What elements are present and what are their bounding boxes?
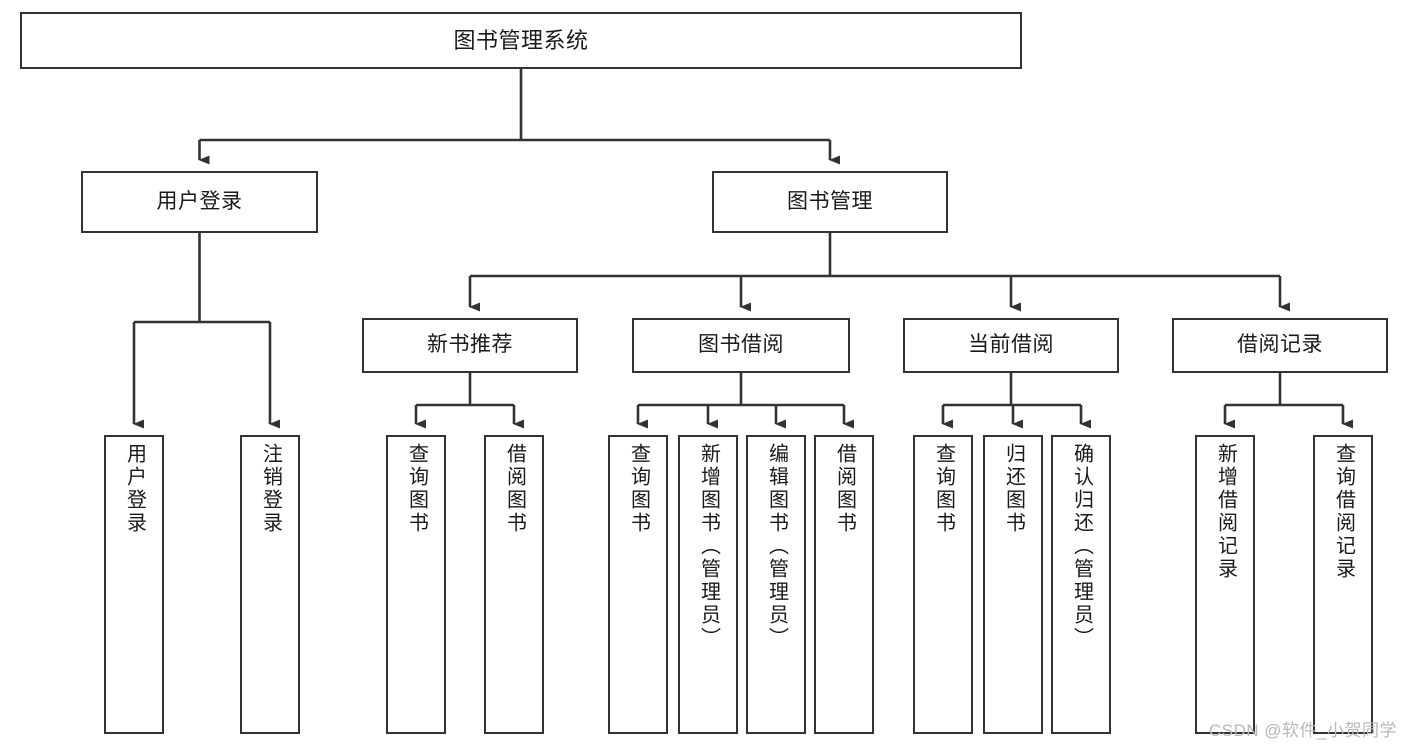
node-leaf-return-book[interactable]: 归还图书	[983, 435, 1043, 734]
node-book-borrow-label: 图书借阅	[698, 333, 784, 357]
node-leaf-borrow-book-2[interactable]: 借阅图书	[814, 435, 874, 734]
node-leaf-borrow-book-1[interactable]: 借阅图书	[484, 435, 544, 734]
node-leaf-return-book-label: 归还图书	[1002, 443, 1025, 535]
node-current-borrow[interactable]: 当前借阅	[903, 318, 1119, 373]
node-leaf-add-record-label: 新增借阅记录	[1214, 443, 1237, 581]
node-user-login-label: 用户登录	[156, 189, 243, 213]
node-book-manage-label: 图书管理	[787, 189, 873, 213]
node-leaf-confirm-return[interactable]: 确认归还（管理员）	[1051, 435, 1111, 734]
node-leaf-query-book-2[interactable]: 查询图书	[608, 435, 668, 734]
edges-bookborrow-to-leaves	[636, 373, 854, 429]
node-new-book-recommend-label: 新书推荐	[427, 333, 513, 357]
node-user-login[interactable]: 用户登录	[81, 171, 318, 233]
node-leaf-add-book[interactable]: 新增图书（管理员）	[678, 435, 738, 734]
edges-userlogin-to-leaves	[132, 233, 280, 429]
node-book-borrow[interactable]: 图书借阅	[632, 318, 850, 373]
node-leaf-user-login[interactable]: 用户登录	[104, 435, 164, 734]
node-leaf-query-record-label: 查询借阅记录	[1332, 443, 1355, 581]
node-current-borrow-label: 当前借阅	[968, 333, 1054, 357]
node-leaf-query-book-1[interactable]: 查询图书	[386, 435, 446, 734]
node-leaf-user-logout-label: 注销登录	[259, 443, 282, 535]
node-leaf-add-book-label: 新增图书（管理员）	[697, 443, 720, 650]
edges-borrowrecord-to-leaves	[1223, 373, 1353, 429]
watermark: CSDN @软件_小贺同学	[1208, 721, 1397, 740]
node-leaf-user-login-label: 用户登录	[123, 443, 146, 535]
node-book-manage[interactable]: 图书管理	[712, 171, 948, 233]
node-leaf-add-record[interactable]: 新增借阅记录	[1195, 435, 1255, 734]
edges-bookmanage-to-level2	[468, 233, 1290, 312]
node-leaf-query-book-1-label: 查询图书	[405, 443, 428, 535]
node-leaf-edit-book[interactable]: 编辑图书（管理员）	[746, 435, 806, 734]
edges-root-to-level1	[198, 69, 840, 165]
node-borrow-record-label: 借阅记录	[1237, 333, 1323, 357]
node-leaf-query-book-2-label: 查询图书	[627, 443, 650, 535]
node-leaf-confirm-return-label: 确认归还（管理员）	[1070, 443, 1093, 650]
node-borrow-record[interactable]: 借阅记录	[1172, 318, 1388, 373]
node-leaf-query-book-3[interactable]: 查询图书	[913, 435, 973, 734]
node-leaf-edit-book-label: 编辑图书（管理员）	[765, 443, 788, 650]
node-leaf-query-book-3-label: 查询图书	[932, 443, 955, 535]
node-leaf-borrow-book-1-label: 借阅图书	[503, 443, 526, 535]
edges-newbook-to-leaves	[414, 373, 524, 429]
edges-currentborrow-to-leaves	[941, 373, 1091, 429]
node-new-book-recommend[interactable]: 新书推荐	[362, 318, 578, 373]
node-leaf-user-logout[interactable]: 注销登录	[240, 435, 300, 734]
node-leaf-query-record[interactable]: 查询借阅记录	[1313, 435, 1373, 734]
node-root[interactable]: 图书管理系统	[20, 12, 1022, 69]
node-root-label: 图书管理系统	[453, 27, 589, 53]
node-leaf-borrow-book-2-label: 借阅图书	[833, 443, 856, 535]
